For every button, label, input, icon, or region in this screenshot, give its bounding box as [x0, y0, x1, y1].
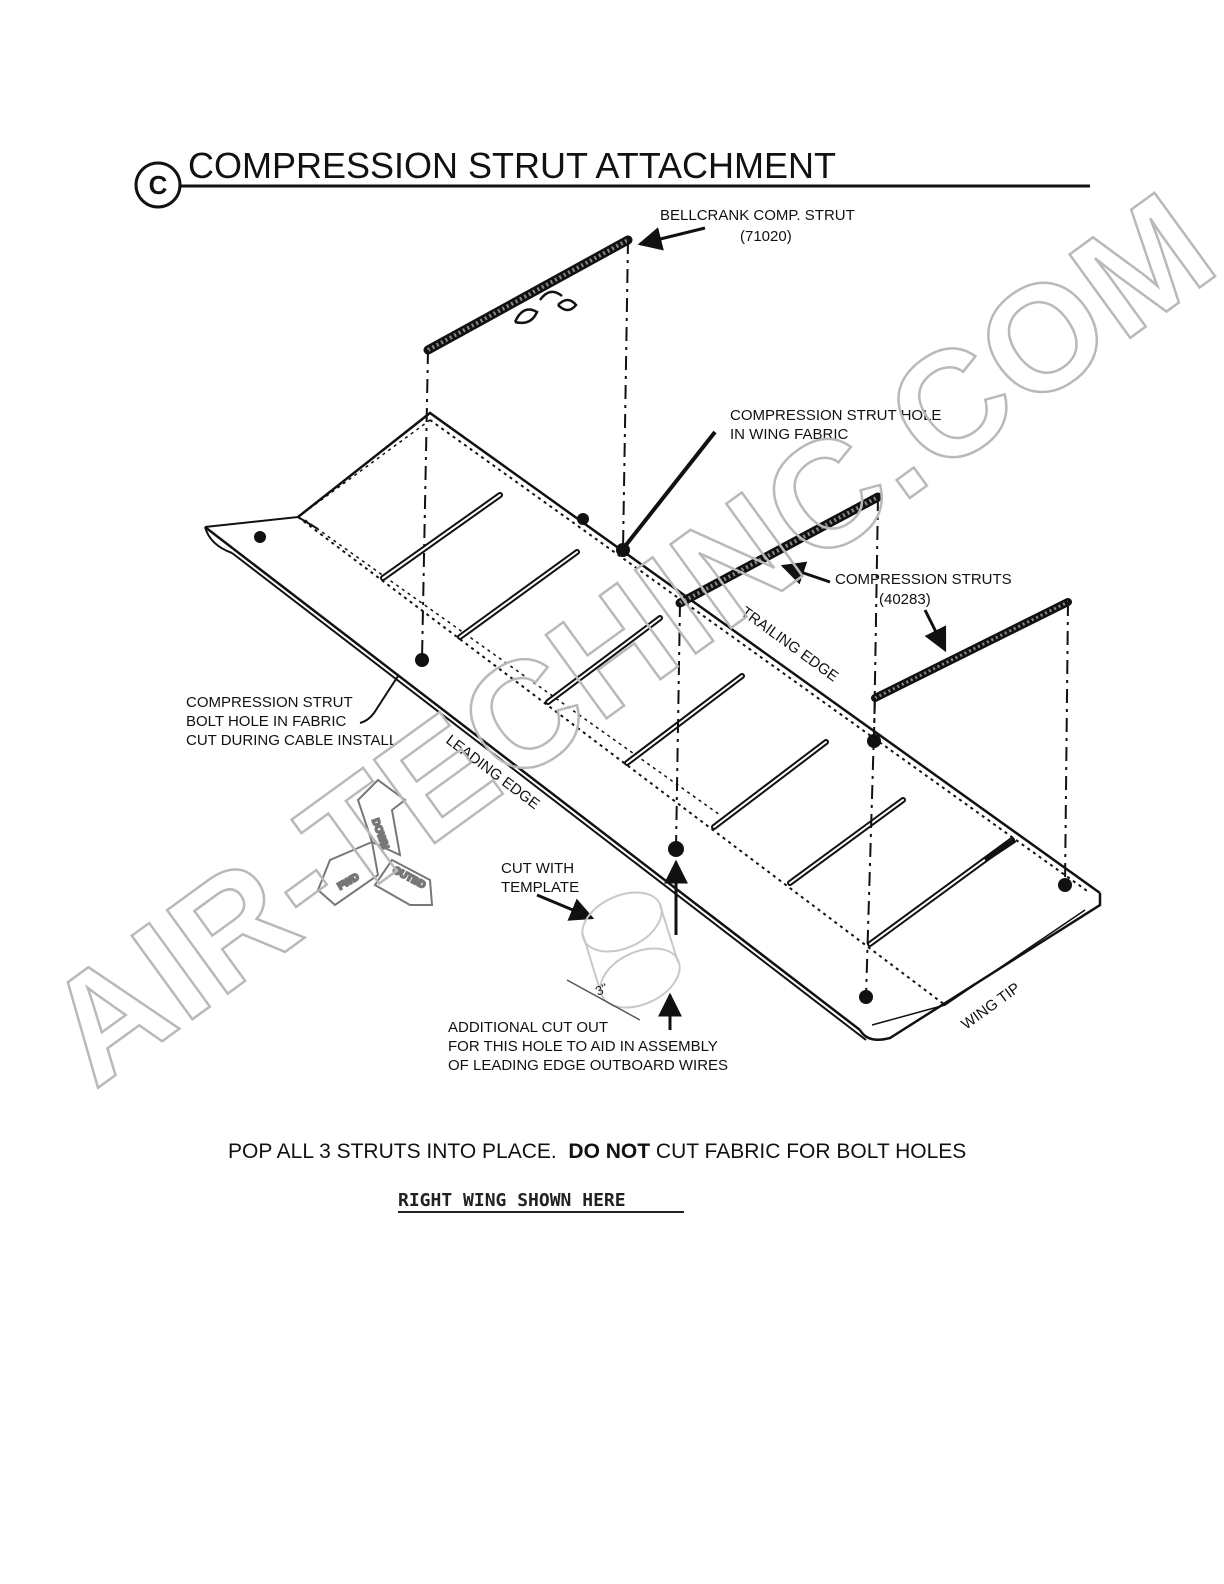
- hole-leader: [624, 430, 717, 547]
- bellcrank-arrow: [637, 226, 706, 251]
- hole-label-1: COMPRESSION STRUT HOLE: [730, 407, 941, 424]
- leader-arrows: [359, 226, 947, 1030]
- compression-strut-1: [675, 492, 883, 608]
- compression-strut-2: [871, 598, 1072, 702]
- bolt-label-3: CUT DURING CABLE INSTALL: [186, 732, 397, 749]
- wing-root-end: [204, 526, 233, 554]
- trailing-edge-dots: [429, 419, 1091, 894]
- dimension-line: [566, 979, 641, 1021]
- cut-label-1: CUT WITH: [501, 860, 574, 877]
- struts-arrow-1: [780, 561, 831, 585]
- bellcrank-strut: [423, 235, 633, 355]
- bellcrank-bracket: [513, 290, 578, 325]
- bellcrank-label-1: BELLCRANK COMP. STRUT: [660, 207, 855, 224]
- trailing-edge-line: [297, 411, 1101, 895]
- bolt-leader: [359, 675, 399, 724]
- leading-hole-mid: [668, 841, 684, 857]
- extra-label-2: FOR THIS HOLE TO AID IN ASSEMBLY: [448, 1038, 718, 1055]
- watermark: AIR-TECHINC.COM: [15, 159, 1224, 1116]
- struts: [423, 235, 1072, 863]
- bellcrank-label-2: (71020): [740, 228, 792, 245]
- leading-edge-line: [204, 526, 861, 1031]
- struts-arrow-2: [923, 609, 947, 653]
- hole-label-2: IN WING FABRIC: [730, 426, 849, 443]
- root-hole: [254, 531, 266, 543]
- typed-caption-block: RIGHT WING SHOWN HERE: [398, 1190, 684, 1213]
- instruction-text: POP ALL 3 STRUTS INTO PLACE. DO NOT CUT …: [228, 1140, 1028, 1164]
- extra-label-3: OF LEADING EDGE OUTBOARD WIRES: [448, 1057, 728, 1074]
- trailing-hole: [577, 513, 589, 525]
- title-block: C COMPRESSION STRUT ATTACHMENT: [134, 145, 1090, 209]
- wing-root-tab: [204, 515, 319, 530]
- instruction-bold: DO NOT: [568, 1140, 651, 1163]
- extra-label-1: ADDITIONAL CUT OUT: [448, 1019, 608, 1036]
- page-title: COMPRESSION STRUT ATTACHMENT: [188, 145, 836, 186]
- wing-tip-inner: [871, 909, 1086, 1026]
- cut-arrow: [536, 893, 595, 921]
- wing-tip-end: [858, 893, 1102, 1041]
- instruction-part2: CUT FABRIC FOR BOLT HOLES: [650, 1140, 967, 1163]
- template-cutout: [566, 891, 681, 1021]
- section-letter: C: [149, 170, 168, 200]
- instruction-part1: POP ALL 3 STRUTS INTO PLACE.: [228, 1140, 569, 1163]
- bolt-label-2: BOLT HOLE IN FABRIC: [186, 713, 346, 730]
- fold-dots: [297, 419, 721, 816]
- alignment-lines: [421, 239, 1069, 998]
- leading-edge-dots: [297, 516, 946, 1006]
- tip-strut-stub: [983, 837, 1017, 863]
- struts-label-2: (40283): [879, 591, 931, 608]
- bolt-label-1: COMPRESSION STRUT: [186, 694, 353, 711]
- struts-label-1: COMPRESSION STRUTS: [835, 571, 1012, 588]
- typed-caption: RIGHT WING SHOWN HERE: [398, 1190, 626, 1211]
- leading-edge-bottom: [231, 552, 867, 1041]
- cut-label-2: TEMPLATE: [501, 879, 579, 896]
